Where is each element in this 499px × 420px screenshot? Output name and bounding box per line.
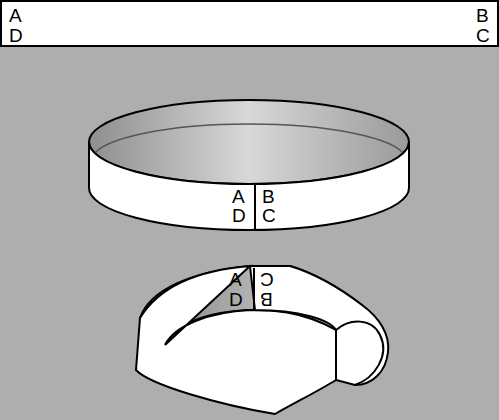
corner-letter: C [476,26,490,45]
corner-letter: D [9,26,23,45]
corner-letter: B [260,290,273,309]
paper-strip [1,1,498,46]
corner-letter: B [262,187,275,206]
corner-letter: C [262,206,276,225]
corner-letter: A [229,270,242,289]
corner-letter: A [9,6,22,25]
corner-letter: B [476,6,489,25]
corner-letter: A [232,187,245,206]
corner-letter: C [260,270,274,289]
corner-letter: D [232,206,246,225]
corner-letter: D [229,290,243,309]
moebius-strip [136,266,388,414]
cylinder-band [89,100,409,230]
